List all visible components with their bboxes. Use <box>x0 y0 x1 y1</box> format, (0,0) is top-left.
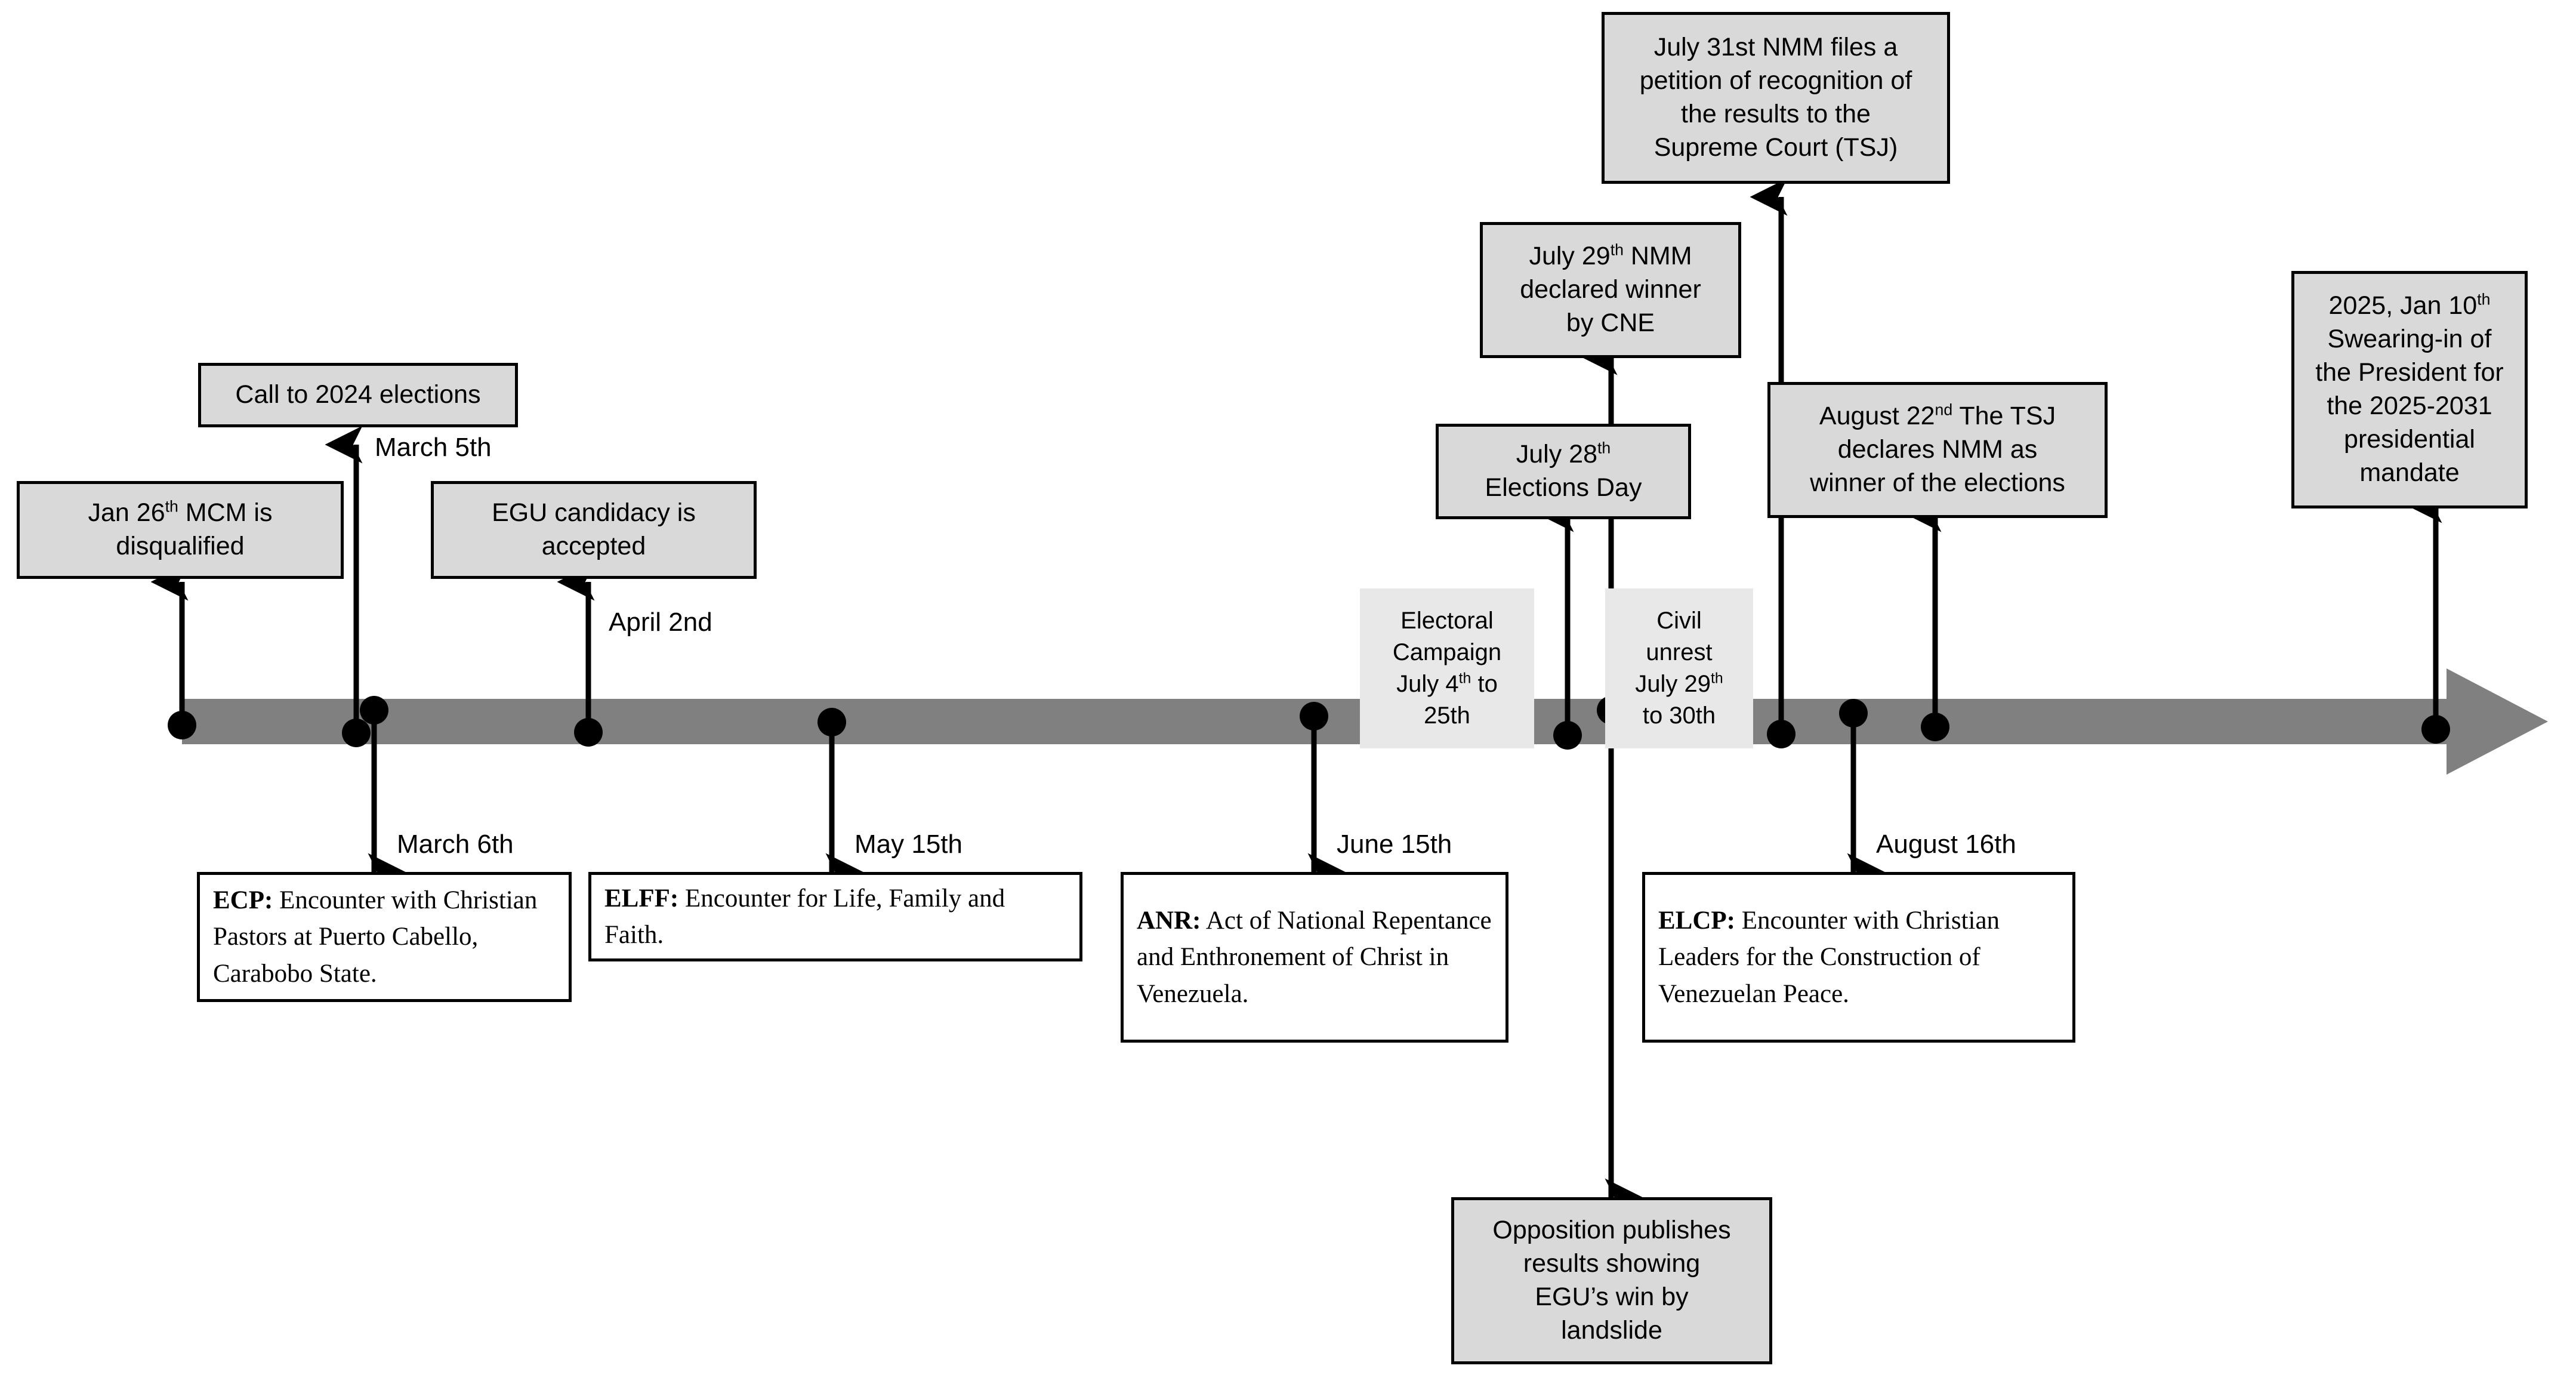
box-elcp-event: ELCP: Encounter with Christian Leaders f… <box>1642 872 2075 1043</box>
box-call-to-2024-elections: Call to 2024 elections <box>198 363 518 427</box>
timeline-dots <box>168 696 2450 750</box>
anr-desc: Act of National Repentance and Enthronem… <box>1137 907 1492 1008</box>
anr-text: ANR: Act of National Repentance and Enth… <box>1137 902 1492 1012</box>
date-label-may-15: May 15th <box>854 830 962 859</box>
elcp-text: ELCP: Encounter with Christian Leaders f… <box>1658 902 2059 1012</box>
date-label-march-5: March 5th <box>375 433 492 462</box>
box-ecp-event: ECP: Encounter with Christian Pastors at… <box>197 872 572 1002</box>
elcp-abbr: ELCP: <box>1658 907 1735 935</box>
date-label-april-2: April 2nd <box>609 608 712 637</box>
anr-abbr: ANR: <box>1137 907 1201 935</box>
ecp-text: ECP: Encounter with Christian Pastors at… <box>213 882 556 991</box>
date-label-march-6: March 6th <box>397 830 514 859</box>
box-elff-event: ELFF: Encounter for Life, Family and Fai… <box>588 872 1082 961</box>
date-label-june-15: June 15th <box>1337 830 1452 859</box>
ecp-abbr: ECP: <box>213 886 273 915</box>
ecp-desc: Encounter with Christian Pastors at Puer… <box>213 886 538 988</box>
box-anr-event: ANR: Act of National Repentance and Enth… <box>1121 872 1508 1043</box>
date-label-august-16: August 16th <box>1876 830 2016 859</box>
elff-desc: Encounter for Life, Family and Faith. <box>604 884 1005 949</box>
box-call-2024-text: Call to 2024 elections <box>235 380 481 409</box>
elff-abbr: ELFF: <box>604 884 679 913</box>
elcp-desc: Encounter with Christian Leaders for the… <box>1658 907 2000 1008</box>
elff-text: ELFF: Encounter for Life, Family and Fai… <box>604 880 1066 953</box>
